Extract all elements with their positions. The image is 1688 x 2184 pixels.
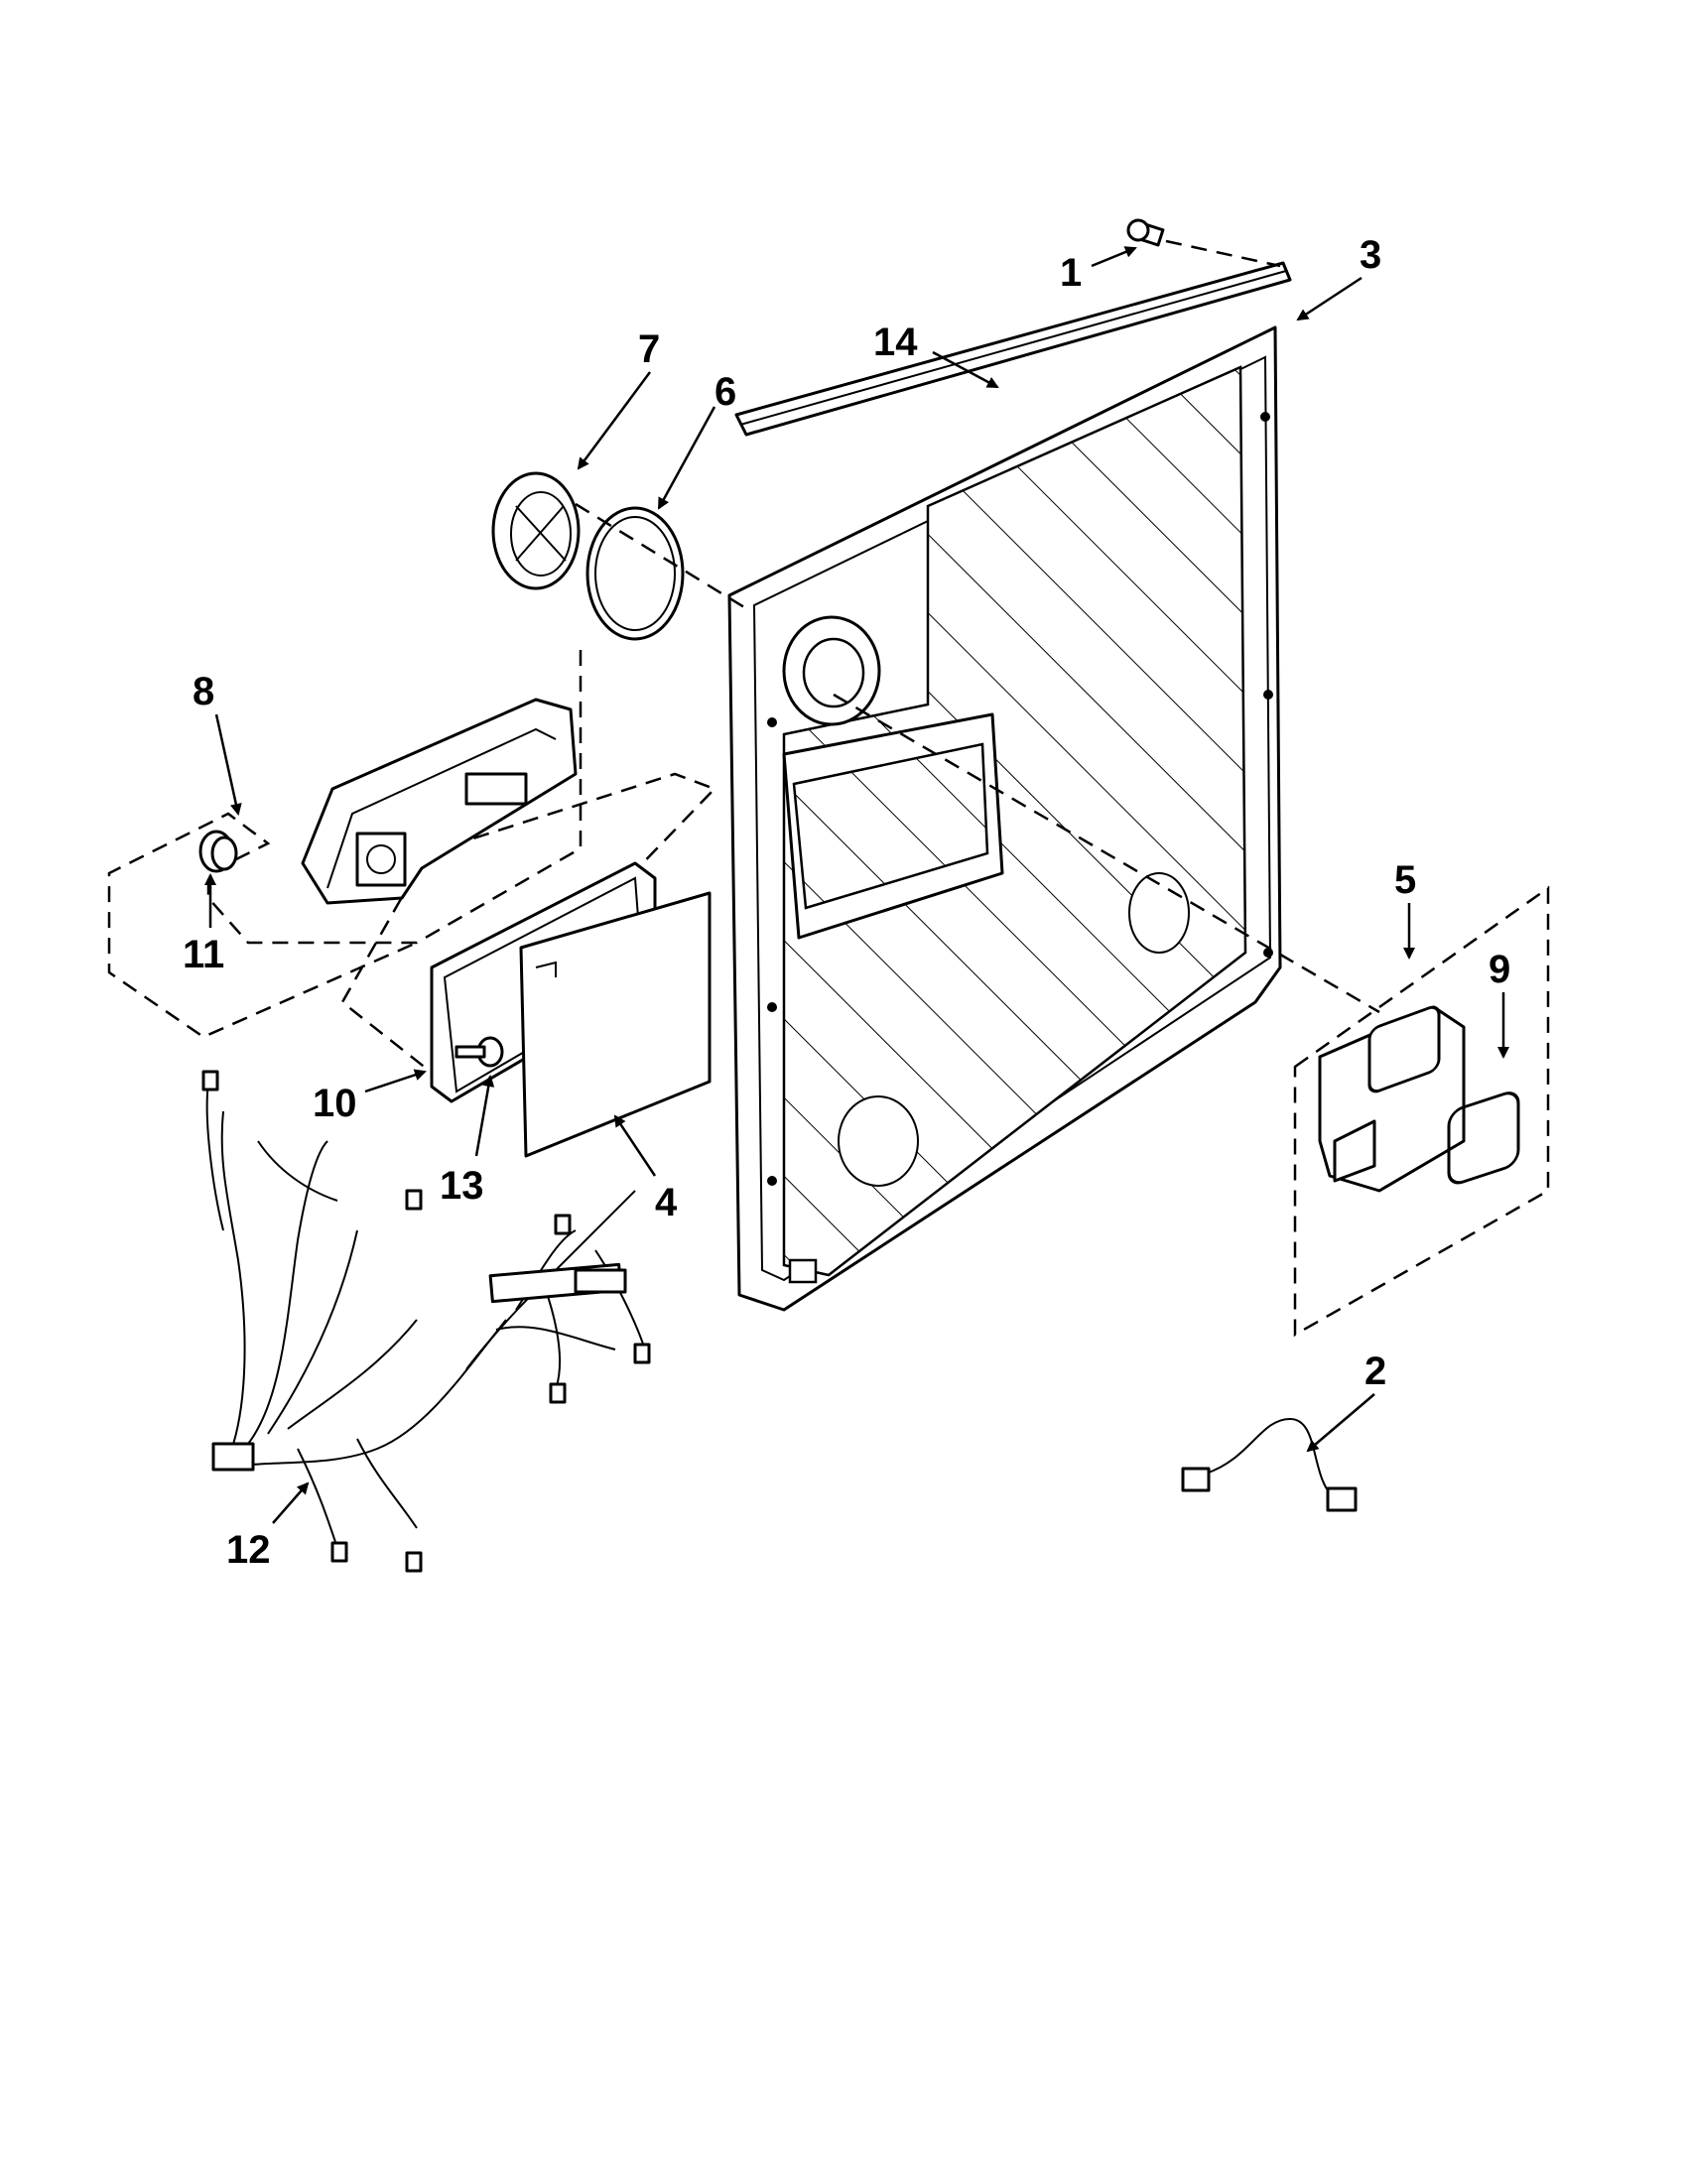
screw-icon [1126,218,1165,247]
callout-8: 8 [193,670,214,713]
callout-4: 4 [655,1181,678,1224]
dispenser-icon [301,698,578,905]
inner-door-panel-icon [727,325,1282,1312]
callout-11: 11 [183,933,224,976]
callout-3: 3 [1360,233,1381,277]
callout-13: 13 [440,1164,484,1208]
cover-plate-icon [519,891,712,1158]
vent-icon [491,471,581,590]
callout-12: 12 [226,1528,271,1572]
top-trim-strip-icon [734,261,1292,437]
callout-7: 7 [638,327,660,371]
callout-2: 2 [1364,1349,1386,1393]
latch-group-boundary [1293,885,1550,1338]
callout-5: 5 [1394,858,1416,902]
dispenser-group-boundary [107,650,583,1039]
callout-14: 14 [873,321,918,364]
knob-icon [198,830,238,873]
callout-6: 6 [714,370,736,414]
callout-1: 1 [1060,251,1082,295]
screw-icon [454,1036,504,1068]
callout-9: 9 [1489,948,1510,991]
gasket-ring-icon [585,506,685,641]
latch-assembly-icon [1318,1005,1466,1193]
wire-harness-icon [201,1070,651,1573]
jumper-cable-icon [1181,1417,1358,1512]
latch-gasket-icon [1447,1092,1520,1185]
callout-10: 10 [313,1082,357,1125]
